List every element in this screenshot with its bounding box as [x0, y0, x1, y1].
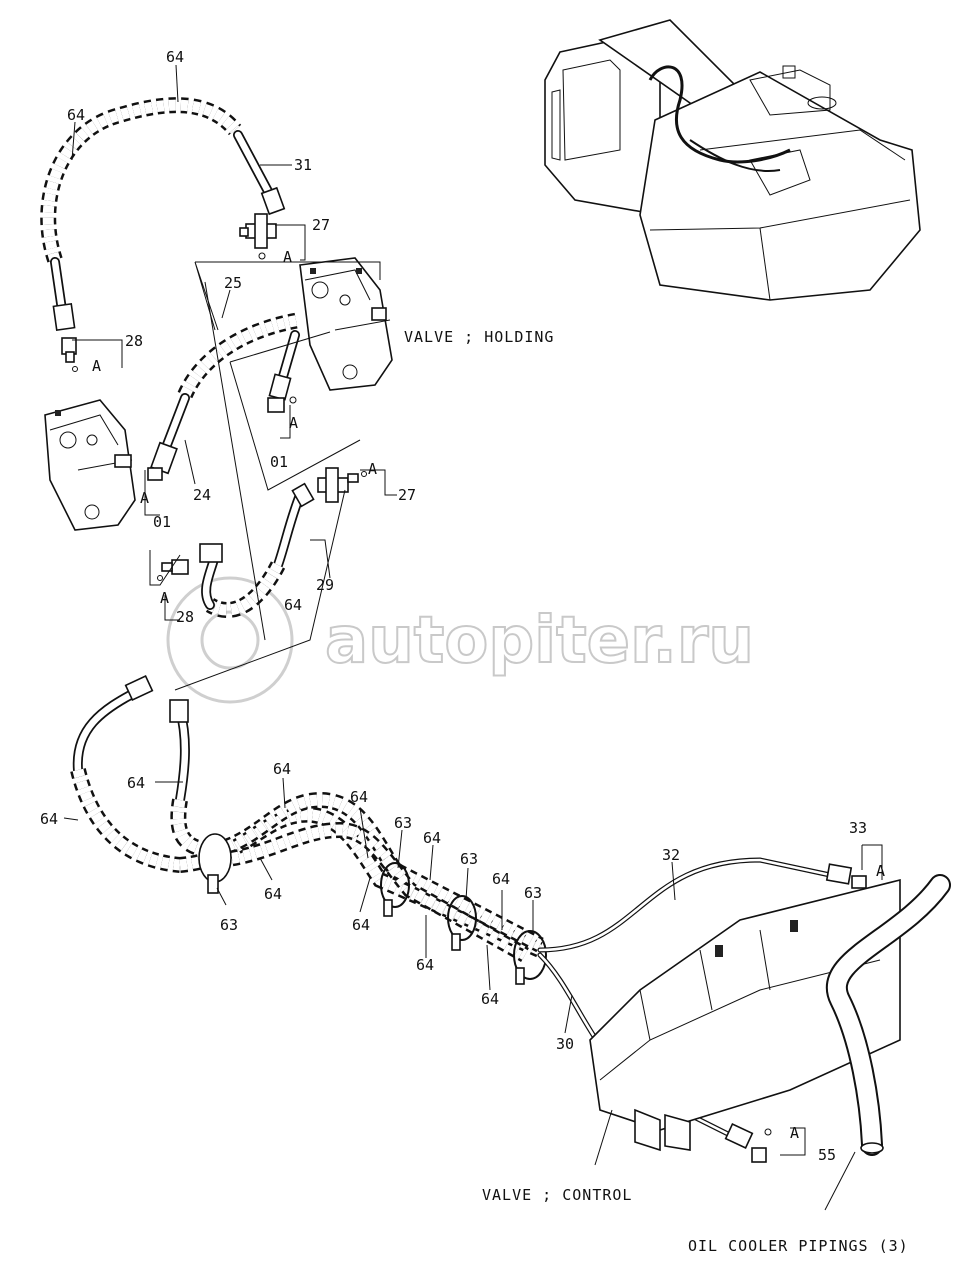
excavator-inset [544, 19, 921, 301]
callout-31: 31 [294, 156, 312, 174]
hose-right-valve-01 [267, 330, 300, 413]
callout-63: 63 [524, 884, 542, 902]
elbow-fitting-28-mid [157, 559, 189, 581]
holding-valve-right [299, 257, 393, 391]
callout-01: 01 [270, 453, 288, 471]
callout-64: 64 [284, 596, 302, 614]
callout-64: 64 [481, 990, 499, 1008]
callout-27: 27 [398, 486, 416, 504]
hose-31 [40, 97, 286, 332]
oil-cooler-pipe [826, 874, 951, 1156]
callout-64: 64 [350, 788, 368, 806]
callout-64: 64 [352, 916, 370, 934]
cab-window [562, 59, 621, 161]
hose-24 [147, 393, 190, 481]
callout-labels: 64 64 31 27 A 25 28 A A 01 24 A 01 A 27 … [40, 48, 885, 1164]
callout-64: 64 [423, 829, 441, 847]
callout-a: A [790, 1124, 799, 1142]
callout-64: 64 [40, 810, 58, 828]
callout-a: A [160, 589, 169, 607]
callout-28: 28 [176, 608, 194, 626]
callout-24: 24 [193, 486, 211, 504]
clamps-63 [198, 833, 547, 985]
callout-30: 30 [556, 1035, 574, 1053]
pipe-32 [537, 857, 888, 953]
callout-25: 25 [224, 274, 242, 292]
callout-63: 63 [460, 850, 478, 868]
caption-title: OIL COOLER PIPINGS (3) [688, 1237, 909, 1255]
callout-27: 27 [312, 216, 330, 234]
callout-64: 64 [492, 870, 510, 888]
callout-64: 64 [127, 774, 145, 792]
callout-63: 63 [394, 814, 412, 832]
tee-fitting-27-top [239, 213, 277, 260]
callout-55: 55 [818, 1146, 836, 1164]
callout-63: 63 [220, 916, 238, 934]
hose-29 [199, 482, 315, 618]
caption-valve-holding: VALVE ; HOLDING [404, 328, 554, 346]
callout-01: 01 [153, 513, 171, 531]
callout-29: 29 [316, 576, 334, 594]
control-valve [589, 878, 901, 1152]
callout-64: 64 [166, 48, 184, 66]
leader-lines [63, 64, 883, 1211]
callout-64: 64 [273, 760, 291, 778]
tee-fitting-27-mid [317, 467, 367, 503]
callout-64: 64 [264, 885, 282, 903]
callout-28: 28 [125, 332, 143, 350]
watermark: autopiter.ru [166, 576, 755, 704]
callout-32: 32 [662, 846, 680, 864]
holding-valve-left [44, 399, 136, 531]
callout-a: A [289, 414, 298, 432]
elbow-fitting-28-top [61, 337, 78, 372]
callout-a: A [876, 862, 885, 880]
callout-33: 33 [849, 819, 867, 837]
hose-25 [177, 312, 302, 399]
watermark-logo-inner [200, 610, 260, 670]
watermark-logo-ring [166, 576, 294, 704]
callout-a: A [368, 460, 377, 478]
caption-valve-control: VALVE ; CONTROL [482, 1186, 632, 1204]
callout-a: A [283, 248, 292, 266]
callout-64: 64 [416, 956, 434, 974]
upper-structure [639, 71, 921, 301]
callout-a: A [92, 357, 101, 375]
callout-a: A [140, 489, 149, 507]
hose-bundle-lower [70, 675, 544, 962]
watermark-text: autopiter.ru [325, 604, 754, 678]
tank [749, 69, 831, 116]
callout-64: 64 [67, 106, 85, 124]
